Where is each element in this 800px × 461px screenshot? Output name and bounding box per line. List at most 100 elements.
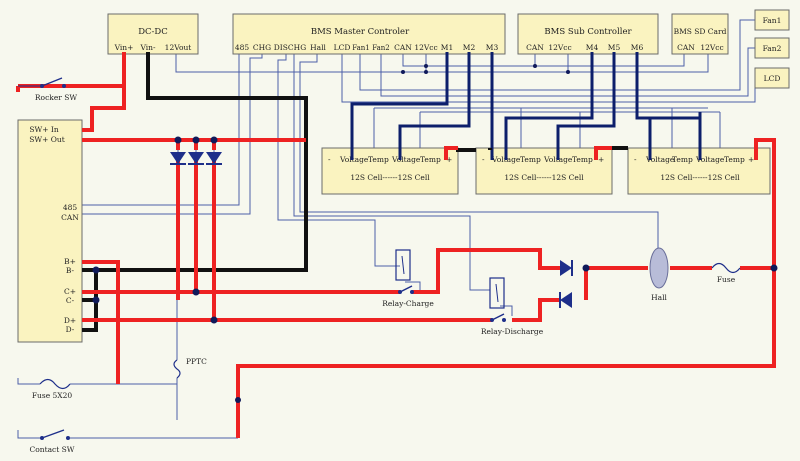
- main-pin-sw-in: SW+ In: [29, 125, 58, 134]
- junction-dot: [210, 316, 218, 324]
- fuse-label: Fuse: [717, 275, 736, 284]
- hall-label: Hall: [651, 293, 667, 302]
- sub-pin-m6: M6: [631, 43, 644, 52]
- junction-dot: [424, 64, 428, 68]
- sub-title: BMS Sub Controller: [544, 27, 632, 37]
- cell2-pin-pos: +: [598, 155, 604, 164]
- dcdc-title: DC-DC: [138, 27, 168, 37]
- bms-sd-card-block: BMS SD Card CAN 12Vcc: [671, 13, 729, 55]
- master-pin-chg: CHG: [253, 43, 271, 52]
- cell1-pin-temp-a: Temp: [368, 155, 389, 164]
- cell3-pin-temp-b: Temp: [724, 155, 745, 164]
- pptc-label: PPTC: [186, 357, 207, 366]
- main-pin-d-minus: D-: [66, 325, 75, 334]
- lcd-label: LCD: [764, 74, 781, 83]
- lcd-block: LCD: [754, 67, 790, 89]
- main-pin-c-minus: C-: [66, 296, 75, 305]
- cell1-label: 12S Cell------12S Cell: [350, 173, 430, 182]
- main-pin-c-plus: C+: [64, 287, 76, 296]
- master-pin-fan2: Fan2: [372, 44, 390, 52]
- master-pin-12vcc: 12Vcc: [414, 43, 437, 52]
- master-pin-m2: M2: [463, 43, 476, 52]
- main-pin-can: CAN: [61, 213, 79, 222]
- junction-dots: [92, 64, 778, 403]
- sdcard-title: BMS SD Card: [674, 27, 727, 36]
- junction-dot: [174, 136, 182, 144]
- master-pin-can: CAN: [394, 43, 412, 52]
- cell2-pin-temp-a: Temp: [520, 155, 541, 164]
- fuse-icon: [711, 262, 741, 274]
- cell1-pin-pos: +: [446, 155, 452, 164]
- power-wires: [16, 52, 776, 438]
- junction-dot: [533, 64, 537, 68]
- main-pin-485: 485: [63, 203, 78, 212]
- module-signal-wires: [350, 52, 702, 160]
- master-pin-485: 485: [235, 43, 250, 52]
- cell3-pin-temp-a: Temp: [672, 155, 693, 164]
- master-pin-hall: Hall: [310, 43, 326, 52]
- main-pin-d-plus: D+: [64, 316, 76, 325]
- junction-dot: [566, 70, 570, 74]
- cell1-pin-temp-b: Temp: [420, 155, 441, 164]
- master-title: BMS Master Controler: [311, 27, 410, 37]
- cell1-pin-voltage-a: Voltage: [339, 155, 369, 164]
- cell2-pin-neg: -: [482, 155, 485, 164]
- dcdc-pin-vin-minus: Vin-: [139, 43, 156, 52]
- diode-icon: [206, 152, 222, 165]
- fuse-5x20-label: Fuse 5X20: [32, 391, 73, 400]
- main-pin-b-minus: B-: [66, 266, 75, 275]
- sdcard-pin-can: CAN: [677, 43, 695, 52]
- junction-dot: [401, 70, 405, 74]
- relay-charge-icon: [395, 249, 414, 294]
- cell3-pin-pos: +: [748, 155, 754, 164]
- diode-icon: [170, 152, 186, 165]
- dcdc-pin-vin-plus: Vin+: [114, 43, 134, 52]
- fan2-block: Fan2: [754, 37, 790, 59]
- sdcard-pin-12vcc: 12Vcc: [700, 43, 723, 52]
- fan2-label: Fan2: [763, 44, 782, 53]
- cell-block-1: - Voltage Temp Voltage Temp + 12S Cell--…: [321, 147, 459, 195]
- rocker-sw-label: Rocker SW: [35, 93, 77, 102]
- fuse-5x20-icon: [39, 378, 71, 390]
- cell2-label: 12S Cell------12S Cell: [504, 173, 584, 182]
- master-pin-m1: M1: [441, 43, 453, 52]
- bms-master-block: BMS Master Controler 485 CHG DISCHG Hall…: [232, 13, 506, 55]
- sub-pin-12vcc: 12Vcc: [548, 43, 571, 52]
- bms-sub-block: BMS Sub Controller CAN 12Vcc M4 M5 M6: [517, 13, 659, 55]
- sub-pin-m4: M4: [586, 43, 599, 52]
- relay-discharge-label: Relay-Discharge: [481, 327, 544, 336]
- master-pin-m3: M3: [486, 43, 499, 52]
- junction-dot: [210, 136, 218, 144]
- pptc-icon: [173, 359, 181, 379]
- main-connector-block: SW+ In SW+ Out 485 CAN B+ B- C+ C- D+ D-: [17, 119, 83, 343]
- fan1-block: Fan1: [754, 9, 790, 31]
- junction-dot: [192, 136, 200, 144]
- junction-dot: [192, 288, 200, 296]
- master-pin-dischg: DISCHG: [274, 43, 306, 52]
- junction-dot: [770, 264, 778, 272]
- master-pin-lcd: LCD: [334, 43, 351, 52]
- cell3-pin-voltage-a: Voltage: [645, 155, 675, 164]
- junction-dot: [92, 296, 100, 304]
- sub-pin-m5: M5: [608, 43, 621, 52]
- cell1-pin-voltage-b: Voltage: [391, 155, 421, 164]
- contact-switch-icon: [40, 429, 70, 440]
- junction-dot: [235, 397, 241, 403]
- thin-wires: [17, 19, 756, 439]
- contact-sw-label: Contact SW: [29, 445, 74, 454]
- cell3-label: 12S Cell------12S Cell: [660, 173, 740, 182]
- junction-dot: [582, 264, 590, 272]
- rocker-switch-icon: [18, 77, 66, 88]
- cell-block-2: - Voltage Temp Voltage Temp + 12S Cell--…: [475, 147, 613, 195]
- cell1-pin-neg: -: [328, 155, 331, 164]
- diode-icon: [560, 260, 573, 276]
- cell3-pin-neg: -: [634, 155, 637, 164]
- hall-sensor-icon: [649, 247, 669, 289]
- diode-icon: [188, 152, 204, 165]
- relay-charge-label: Relay-Charge: [382, 299, 434, 308]
- relay-discharge-icon: [489, 277, 506, 322]
- junction-dot: [424, 70, 428, 74]
- junction-dot: [92, 266, 100, 274]
- sub-pin-can: CAN: [526, 43, 544, 52]
